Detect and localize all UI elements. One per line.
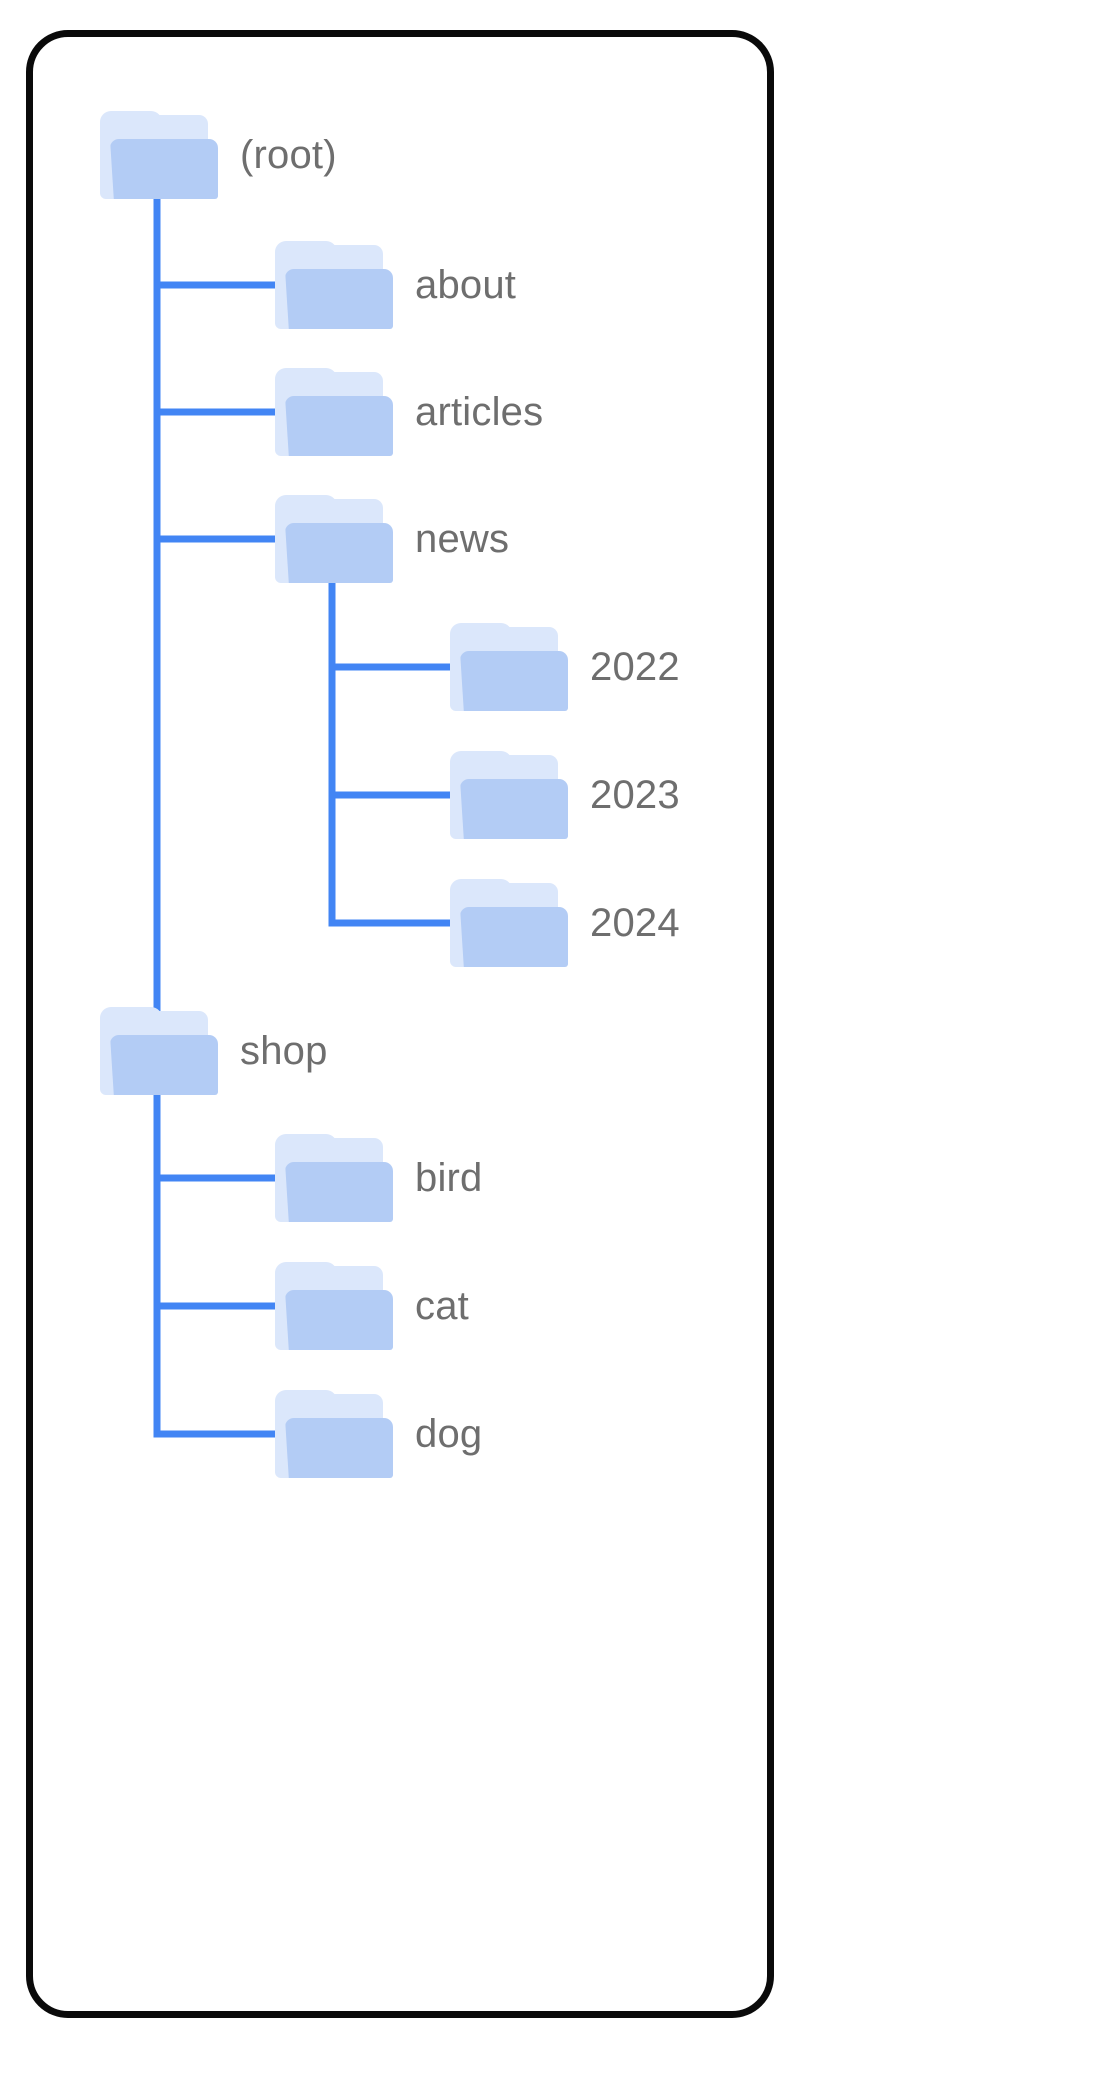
tree-node-cat[interactable]: cat [275, 1262, 469, 1350]
tree-node-label: 2022 [590, 645, 680, 689]
tree-node-label: 2024 [590, 901, 680, 945]
folder-icon[interactable] [275, 241, 393, 329]
tree-node-label: news [415, 517, 510, 561]
folder-front [285, 396, 393, 456]
folder-front [460, 651, 568, 711]
tree-node-dog[interactable]: dog [275, 1390, 482, 1478]
folder-front [285, 1418, 393, 1478]
folder-tree: (root) about articles news 2022 2023 2024 shop b… [33, 37, 781, 2025]
folder-icon[interactable] [275, 1134, 393, 1222]
folder-front [285, 523, 393, 583]
folder-front [110, 1035, 218, 1095]
tree-node-articles[interactable]: articles [275, 368, 543, 456]
tree-node-root[interactable]: (root) [100, 111, 337, 199]
tree-node-about[interactable]: about [275, 241, 516, 329]
tree-node-news[interactable]: news [275, 495, 509, 583]
folder-front [285, 1162, 393, 1222]
folder-front [285, 1290, 393, 1350]
tree-node-label: dog [415, 1412, 483, 1456]
folder-icon[interactable] [275, 495, 393, 583]
tree-node-label: articles [415, 390, 544, 434]
tree-node-label: about [415, 263, 517, 307]
folder-front [460, 779, 568, 839]
tree-node-news2024[interactable]: 2024 [450, 879, 680, 967]
folder-icon[interactable] [100, 111, 218, 199]
folder-icon[interactable] [100, 1007, 218, 1095]
folder-icon[interactable] [450, 623, 568, 711]
folder-front [110, 139, 218, 199]
tree-node-news2022[interactable]: 2022 [450, 623, 680, 711]
folder-icon[interactable] [450, 879, 568, 967]
folder-front [285, 269, 393, 329]
tree-node-label: (root) [240, 133, 337, 177]
folder-icon[interactable] [275, 368, 393, 456]
folder-front [460, 907, 568, 967]
tree-node-news2023[interactable]: 2023 [450, 751, 680, 839]
tree-node-label: shop [240, 1029, 328, 1073]
tree-connectors [153, 199, 462, 1438]
tree-node-label: 2023 [590, 773, 680, 817]
tree-node-bird[interactable]: bird [275, 1134, 483, 1222]
tree-node-label: bird [415, 1156, 483, 1200]
tree-node-label: cat [415, 1284, 469, 1328]
folder-icon[interactable] [275, 1262, 393, 1350]
folder-icon[interactable] [275, 1390, 393, 1478]
tree-node-shop[interactable]: shop [100, 1007, 328, 1095]
diagram-card: (root) about articles news 2022 2023 2024 shop b… [26, 30, 774, 2018]
folder-icon[interactable] [450, 751, 568, 839]
